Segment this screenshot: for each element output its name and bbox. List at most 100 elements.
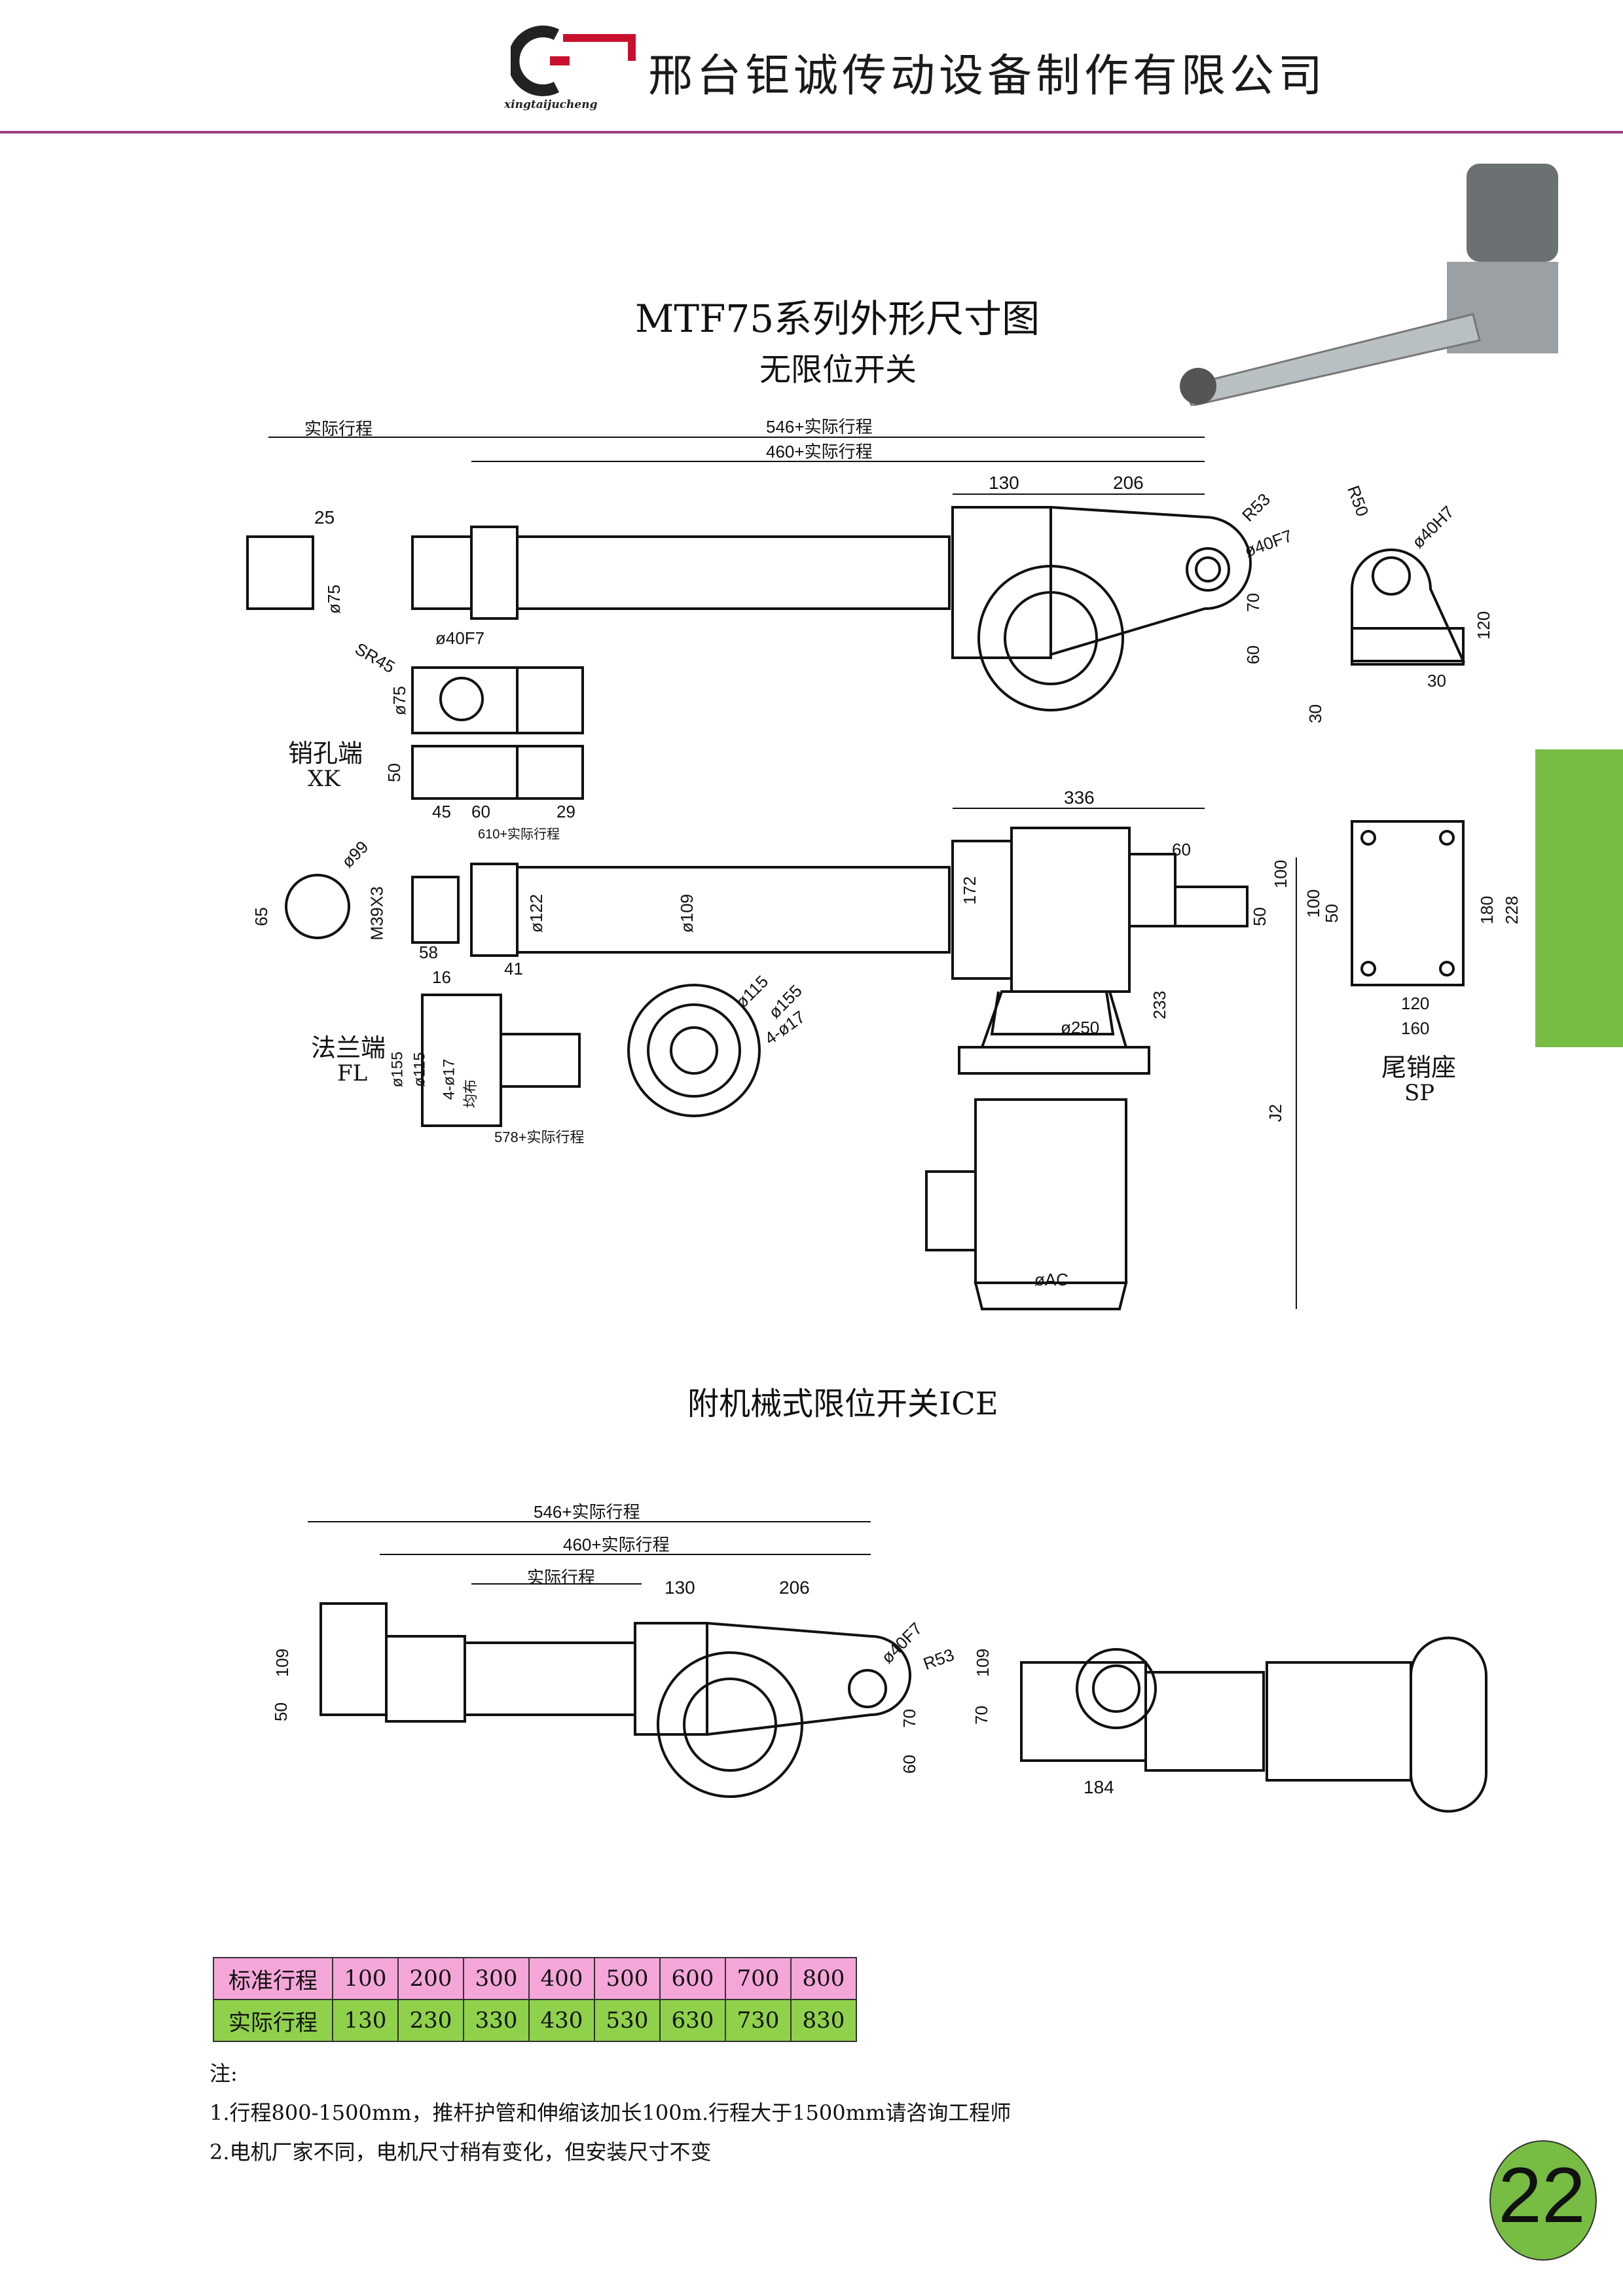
dim-100-sp: 100 (1304, 889, 1324, 918)
dim-holes-fl: 4-ø17 (440, 1058, 458, 1100)
ice-dim-60: 60 (899, 1755, 919, 1774)
page-title: MTF75系列外形尺寸图 (635, 296, 1040, 341)
ice-dim-70-r: 70 (971, 1706, 991, 1725)
dim-evenly: 均布 (462, 1079, 479, 1109)
ice-dim-130: 130 (665, 1577, 695, 1598)
page-subtitle: 无限位开关 (759, 351, 917, 388)
page-number-badge (1489, 2140, 1597, 2261)
dim-30-v: 30 (1305, 704, 1325, 723)
dim-phi75-xk: ø75 (389, 686, 409, 715)
dim-phi115-fl: ø115 (410, 1052, 429, 1087)
table-cell: 300 (463, 1957, 530, 2000)
header-divider (0, 131, 1623, 134)
table-row: 实际行程 130 230 330 430 530 630 730 830 (213, 1999, 857, 2042)
table-cell: 400 (528, 1957, 595, 2000)
table-cell: 700 (725, 1957, 792, 2000)
ice-dim-460: 460+实际行程 (563, 1535, 670, 1554)
dim-16: 16 (432, 967, 451, 987)
ice-dim-109: 109 (272, 1648, 293, 1677)
dim-m39: M39X3 (367, 886, 387, 941)
xk-label-cn: 销孔端 (288, 739, 363, 768)
page-number: 22 (1498, 2151, 1586, 2239)
table-cell: 330 (463, 1999, 530, 2042)
dim-phi40f7-xk: ø40F7 (435, 628, 485, 648)
table-cell: 730 (725, 1999, 792, 2042)
dim-233: 233 (1150, 990, 1170, 1020)
dim-160: 160 (1401, 1018, 1430, 1038)
table-cell: 600 (659, 1957, 726, 2000)
dim-45: 45 (432, 802, 451, 821)
stroke-table: 标准行程 100 200 300 400 500 600 700 800 实际行… (213, 1957, 857, 2042)
dim-460: 460+实际行程 (766, 442, 873, 461)
ice-dim-50: 50 (270, 1702, 291, 1721)
dim-phi75: ø75 (323, 584, 344, 614)
side-tab (1535, 749, 1623, 1047)
dim-actual-stroke-top: 实际行程 (304, 419, 373, 439)
table-cell: 830 (790, 1999, 857, 2042)
dim-30-h: 30 (1427, 671, 1446, 691)
table-cell: 500 (594, 1957, 661, 2000)
dim-phi109: ø109 (677, 893, 697, 933)
dim-60-mid: 60 (1172, 840, 1191, 859)
dim-j2: J2 (1266, 1103, 1286, 1122)
ice-title: 附机械式限位开关ICE (687, 1386, 998, 1422)
dim-180: 180 (1477, 895, 1497, 925)
dim-206: 206 (1113, 473, 1144, 493)
fl-label-en: FL (337, 1060, 368, 1086)
dim-phi122: ø122 (526, 893, 547, 933)
dim-546: 546+实际行程 (766, 417, 873, 437)
company-name: 邢台钜诚传动设备制作有限公司 (648, 50, 1327, 102)
ice-dim-actual-stroke: 实际行程 (527, 1568, 596, 1587)
note-2: 2.电机厂家不同，电机尺寸稍有变化，但安装尺寸不变 (210, 2140, 712, 2164)
dim-130: 130 (989, 473, 1019, 493)
dim-610: 610+实际行程 (478, 827, 560, 842)
ice-dim-546: 546+实际行程 (534, 1502, 640, 1522)
dim-65: 65 (251, 907, 271, 926)
dim-41: 41 (504, 959, 523, 978)
dim-50-sp: 50 (1321, 904, 1341, 923)
dimension-drawings (246, 437, 1487, 1813)
row-label-standard: 标准行程 (213, 1957, 333, 2000)
table-cell: 430 (528, 1999, 595, 2042)
dim-25: 25 (314, 507, 335, 528)
row-label-actual: 实际行程 (213, 1999, 333, 2042)
dim-58: 58 (419, 942, 438, 962)
table-cell: 230 (397, 1999, 464, 2042)
dim-50-xk: 50 (384, 763, 404, 782)
table-row: 标准行程 100 200 300 400 500 600 700 800 (213, 1957, 857, 2000)
dim-228: 228 (1502, 895, 1522, 925)
dim-336: 336 (1064, 787, 1095, 808)
dim-phi250: ø250 (1061, 1018, 1100, 1037)
dim-172: 172 (960, 876, 980, 905)
notes-heading: 注: (210, 2061, 238, 2086)
dim-50-mid: 50 (1249, 907, 1269, 926)
table-cell: 530 (594, 1999, 661, 2042)
ice-dim-70: 70 (899, 1709, 919, 1728)
company-logo (511, 26, 636, 96)
dim-120-sp: 120 (1401, 994, 1430, 1013)
dim-phiac: øAC (1034, 1270, 1068, 1289)
note-1: 1.行程800-1500mm，推杆护管和伸缩该加长100m.行程大于1500mm… (210, 2100, 1012, 2125)
table-cell: 100 (332, 1957, 399, 2000)
fl-label-cn: 法兰端 (311, 1033, 386, 1062)
table-cell: 630 (659, 1999, 726, 2042)
ice-dim-109-r: 109 (973, 1648, 993, 1677)
sp-label-cn: 尾销座 (1381, 1053, 1457, 1082)
logo-subtext: xingtaijucheng (504, 98, 598, 111)
xk-label-en: XK (308, 766, 340, 792)
actuator-photo (1180, 164, 1558, 406)
ice-dim-206: 206 (779, 1577, 810, 1598)
dim-578: 578+实际行程 (494, 1129, 585, 1145)
dim-70: 70 (1243, 593, 1263, 612)
table-cell: 800 (790, 1957, 857, 2000)
dim-60: 60 (1243, 645, 1263, 664)
table-cell: 200 (397, 1957, 464, 2000)
dim-phi155-fl: ø155 (388, 1051, 407, 1088)
table-cell: 130 (332, 1999, 399, 2042)
dim-60-xk: 60 (471, 802, 490, 821)
dim-100-mid: 100 (1271, 859, 1291, 889)
dim-29: 29 (556, 802, 575, 821)
ice-dim-184: 184 (1084, 1777, 1114, 1797)
notes: 注: 1.行程800-1500mm，推杆护管和伸缩该加长100m.行程大于150… (210, 2054, 1011, 2172)
dim-120: 120 (1474, 611, 1494, 640)
